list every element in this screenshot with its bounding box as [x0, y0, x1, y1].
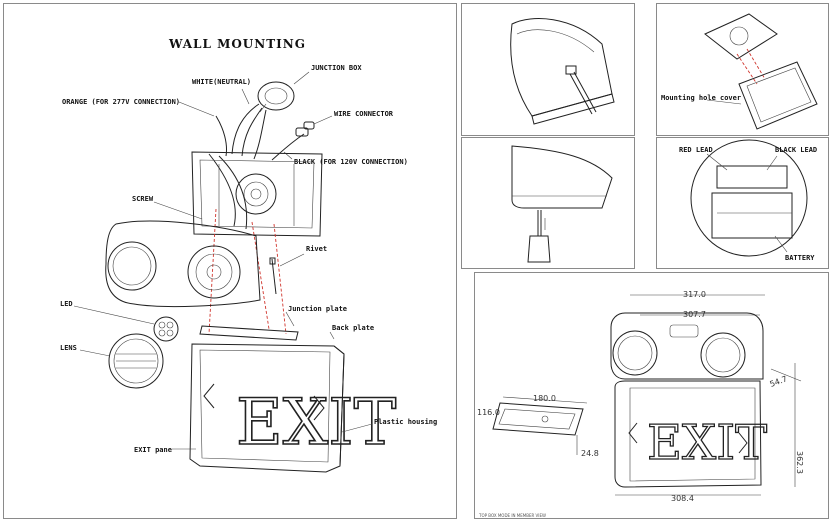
dim-plate-height: 116.0 [477, 408, 500, 417]
label-black-120v: BLACK (FOR 120V CONNECTION) [294, 158, 408, 166]
mounting-hole-drawing: Mounting hole cover [661, 13, 818, 130]
dim-width-overall: 317.0 [683, 290, 706, 299]
label-back-plate: Back plate [332, 324, 374, 332]
label-orange-277v: ORANGE (FOR 277V CONNECTION) [62, 98, 180, 106]
screwdriver-drawing [511, 145, 613, 263]
label-rivet: Rivet [306, 245, 327, 253]
junction-plate-detail: 180.0 116.0 24.8 [477, 394, 599, 458]
exit-sign-text: EXIT [236, 386, 397, 460]
dim-height: 362.3 [795, 451, 804, 474]
battery-detail-drawing: RED LEAD BLACK LEAD BATTERY [679, 139, 817, 262]
wall-mounting-diagram: WALL MOUNTING JUNCTION BOX WHITE(NEUTRAL… [60, 37, 437, 473]
diagram-title: WALL MOUNTING [168, 37, 306, 51]
label-red-lead: RED LEAD [679, 146, 713, 154]
lens [108, 333, 164, 389]
alignment-guides [208, 208, 287, 335]
led-module [153, 316, 179, 342]
panel-dimensions: 317.0 307.7 EXIT 54.7 362.3 308.4 [474, 272, 829, 519]
twin-head-housing [105, 220, 261, 308]
label-lens: LENS [60, 344, 77, 352]
label-battery: BATTERY [785, 254, 815, 262]
label-led: LED [60, 300, 73, 308]
exit-sign-housing: EXIT [189, 343, 397, 473]
wires [208, 103, 305, 230]
label-white-neutral: WHITE(NEUTRAL) [192, 78, 251, 86]
wall-mounting-panel: WALL MOUNTING JUNCTION BOX WHITE(NEUTRAL… [3, 3, 457, 519]
mounting-back-plate [191, 151, 323, 237]
dimensioned-sign: EXIT [610, 312, 768, 488]
label-mounting-hole-cover: Mounting hole cover [661, 94, 741, 102]
label-black-lead: BLACK LEAD [775, 146, 817, 154]
panel-detail-latch [461, 3, 635, 136]
rivet [269, 257, 277, 295]
panel-screwdriver [461, 137, 635, 269]
label-exit-panel: EXIT pane [134, 446, 172, 454]
label-junction-box: JUNCTION BOX [311, 64, 362, 72]
junction-box [257, 81, 295, 113]
wire-connector [295, 121, 315, 137]
junction-plate [199, 325, 299, 341]
label-screw: SCREW [132, 195, 154, 203]
dimension-drawing: 317.0 307.7 EXIT 54.7 362.3 308.4 [477, 290, 804, 518]
label-wire-connector: WIRE CONNECTOR [334, 110, 394, 118]
dim-width-inner: 307.7 [683, 310, 706, 319]
panel-mounting-hole: Mounting hole cover [656, 3, 829, 136]
dim-plate-width: 180.0 [533, 394, 556, 403]
dim-sign-exit-text: EXIT [647, 415, 767, 471]
label-junction-plate: Junction plate [288, 305, 347, 313]
dim-depth: 54.7 [769, 374, 789, 389]
panel-battery: RED LEAD BLACK LEAD BATTERY [656, 137, 829, 269]
latch-detail-drawing [510, 18, 615, 125]
dim-caption: TOP BOX MODE IN MEMBER VIEW [478, 513, 546, 518]
dim-plate-depth: 24.8 [581, 449, 599, 458]
label-plastic-housing: Plastic housing [374, 418, 437, 426]
dim-bottom: 308.4 [671, 494, 694, 503]
